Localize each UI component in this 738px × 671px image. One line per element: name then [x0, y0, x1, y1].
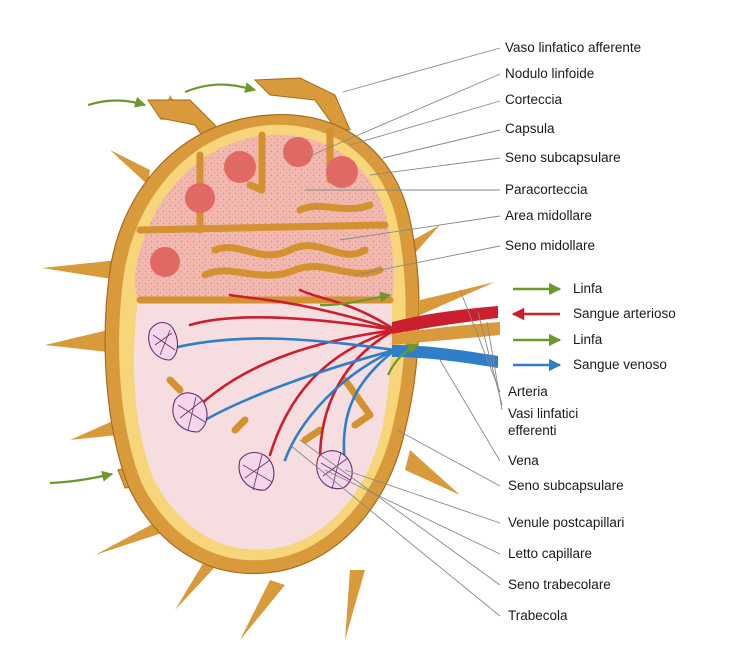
trabeculae [136, 126, 394, 444]
label-vaso-linfatico-afferente: Vaso linfatico afferente [505, 40, 642, 55]
label-nodulo-linfoide: Nodulo linfoide [505, 66, 595, 81]
efferent-lymph-vessel [392, 322, 500, 345]
label-seno-trabecolare: Seno trabecolare [508, 577, 611, 592]
label-trabecola: Trabecola [508, 608, 568, 623]
label-corteccia: Corteccia [505, 92, 563, 107]
label-capsula: Capsula [505, 121, 555, 136]
label-seno-midollare: Seno midollare [505, 238, 596, 253]
artery [392, 306, 498, 334]
legend-sangue-venoso: Sangue venoso [573, 357, 667, 372]
label-seno-subcapsulare-top: Seno subcapsulare [505, 150, 621, 165]
medullary-arteries [188, 288, 397, 462]
label-area-midollare: Area midollare [505, 208, 593, 223]
medulla-region [133, 300, 392, 550]
label-paracorteccia: Paracorteccia [505, 182, 588, 197]
lymph-flow-arrows [49, 82, 420, 485]
legend-linfa-out: Linfa [573, 332, 603, 347]
lymphoid-nodules [150, 137, 358, 277]
capillary-net-lines [152, 329, 351, 491]
label-letto-capillare: Letto capillare [508, 546, 593, 561]
label-vena: Vena [508, 453, 539, 468]
label-seno-subcapsulare-bottom: Seno subcapsulare [508, 478, 624, 493]
label-arteria: Arteria [508, 384, 548, 399]
legend-linfa-in: Linfa [573, 281, 603, 296]
label-vasi-linfatici-efferenti: Vasi linfatici efferenti [508, 406, 579, 438]
leader-lines [289, 47, 503, 617]
legend-sangue-arterioso: Sangue arterioso [573, 306, 676, 321]
label-venule-postcapillari: Venule postcapillari [508, 515, 625, 530]
capillary-beds [148, 321, 353, 491]
